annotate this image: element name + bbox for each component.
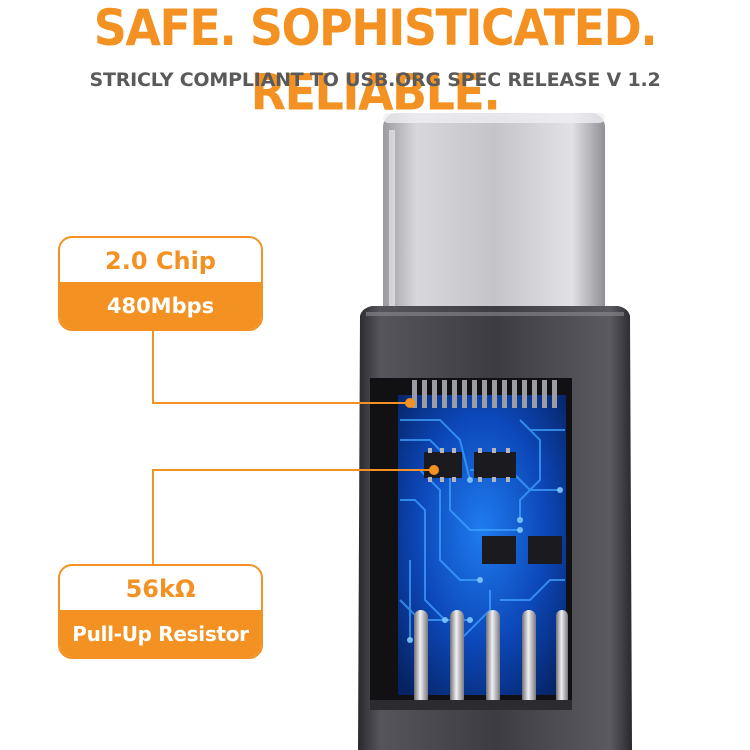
resistor-chip	[424, 448, 462, 482]
headline: SAFE. SOPHISTICATED. RELIABLE.	[93, 0, 658, 122]
usb2-chip	[474, 448, 516, 482]
ic-chip	[528, 536, 562, 564]
callout-resistor: 56kΩ Pull-Up Resistor	[58, 564, 263, 659]
callout-leader-lines	[152, 331, 432, 568]
callout-resistor-title: 56kΩ	[125, 575, 196, 603]
leader-dot-chip	[405, 398, 415, 408]
callout-chip-subtitle: 480Mbps	[60, 282, 261, 329]
callout-chip: 2.0 Chip 480Mbps	[58, 236, 263, 331]
usb-c-plug	[383, 113, 605, 328]
leader-dot-resistor	[429, 465, 439, 475]
ic-chip	[482, 536, 516, 564]
callout-resistor-subtitle: Pull-Up Resistor	[60, 610, 261, 657]
pcb-cutaway	[370, 378, 572, 710]
connector-pins	[414, 610, 568, 705]
subheadline: STRICLY COMPLIANT TO USB.ORG SPEC RELEAS…	[89, 69, 661, 91]
callout-chip-title: 2.0 Chip	[105, 247, 216, 275]
